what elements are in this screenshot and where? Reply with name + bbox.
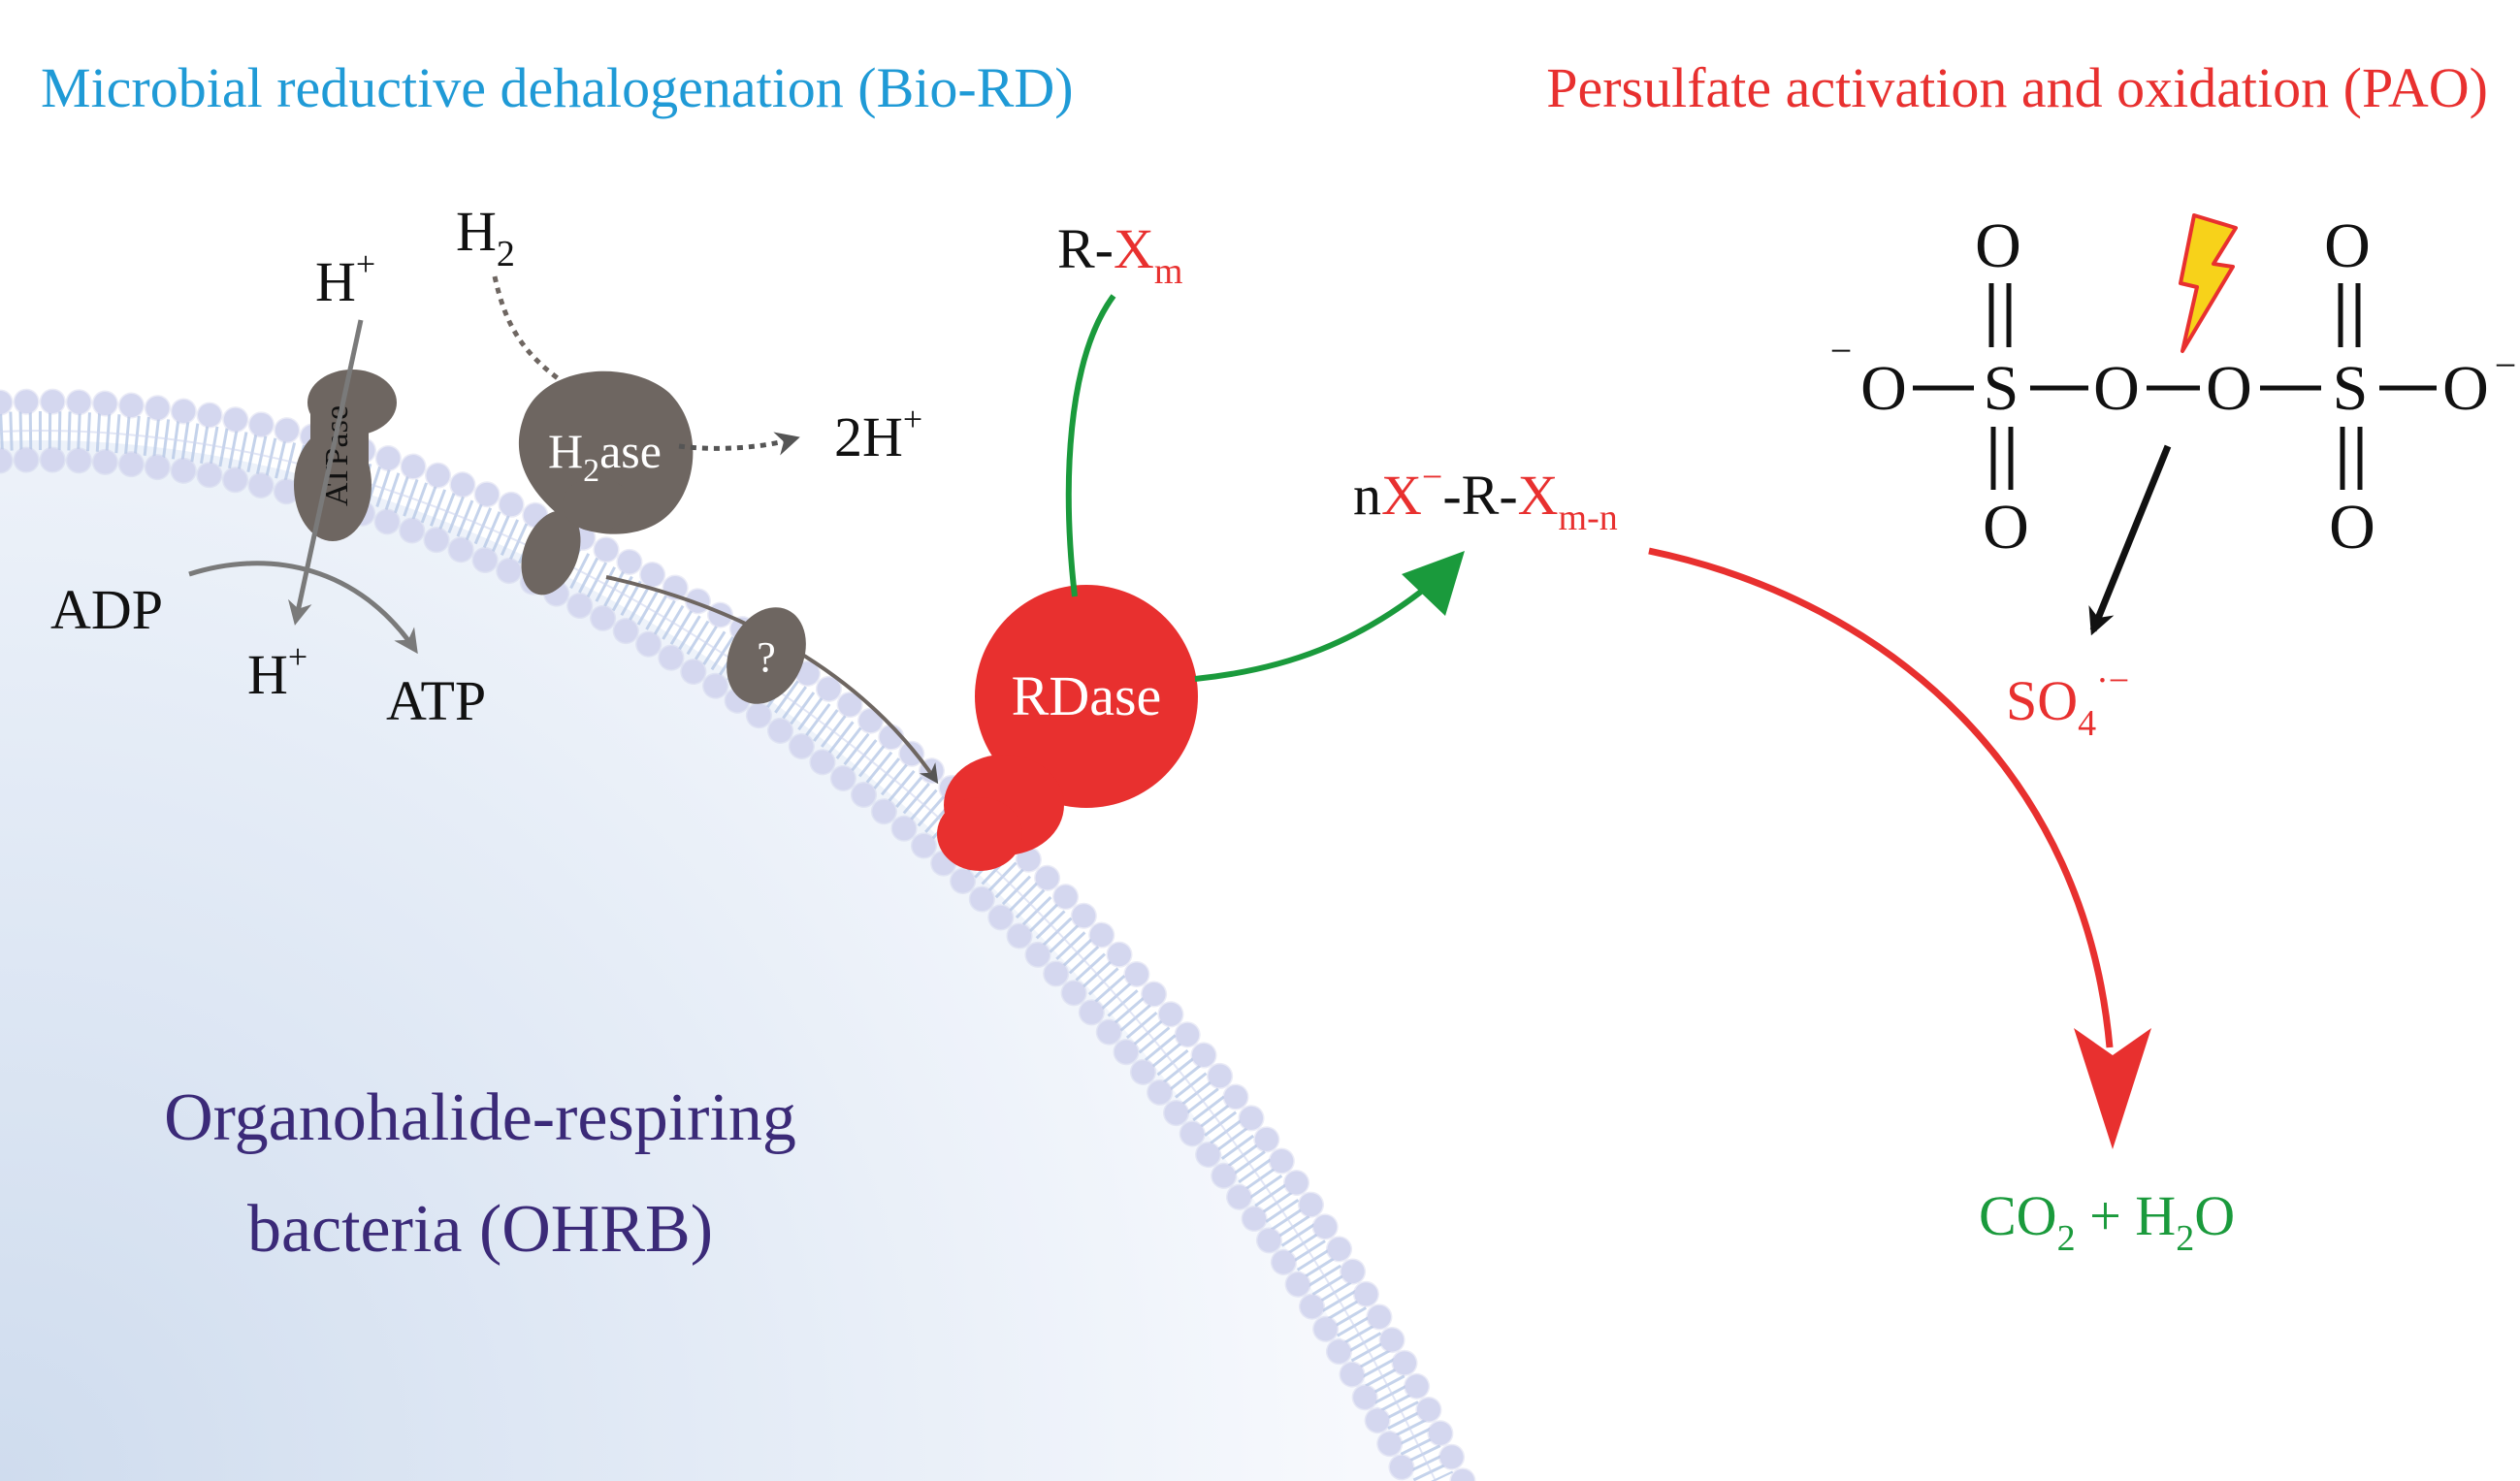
heading-pao: Persulfate activation and oxidation (PAO… (1546, 56, 2488, 119)
heading-bio-rd: Microbial reductive dehalogenation (Bio-… (41, 56, 1074, 119)
adp-atp-arrow (188, 561, 418, 655)
membrane-outer-leaflet-outline (0, 388, 1476, 1481)
rdase-protein (937, 585, 1198, 871)
unknown-carrier-label: ? (757, 633, 776, 681)
membrane-outer-leaflet (0, 390, 1474, 1481)
persulfate-o-left: O (1860, 353, 1907, 424)
final-products-label: CO2 + H2O (1979, 1184, 2235, 1259)
substrate-label: R-Xm (1057, 217, 1182, 292)
two-h-plus-dotted-arrow (678, 432, 800, 456)
adp-label: ADP (50, 578, 163, 641)
two-h-plus-label: 2H+ (834, 400, 922, 468)
activation-arrow (2088, 444, 2172, 636)
h2-dotted-arrow (492, 275, 560, 380)
persulfate-s-left: S (1984, 353, 2019, 424)
lightning-bolt-icon (2179, 213, 2238, 353)
persulfate-o-bridge2: O (2206, 353, 2252, 424)
persulfate-o-right: O (2442, 353, 2489, 424)
oxidation-arrow (1648, 547, 2114, 1048)
persulfate-s-right: S (2333, 353, 2369, 424)
persulfate-minus-left: − (1830, 329, 1853, 372)
oxidation-arrowhead (2074, 1028, 2151, 1149)
unknown-carrier: ? (727, 607, 806, 704)
dehalogenation-arrowhead (1402, 551, 1465, 616)
substrate-to-rdase-line (1065, 294, 1116, 597)
intermediate-product-label: nX−-R-Xm-n (1353, 457, 1618, 538)
cell-body (0, 440, 1416, 1481)
persulfate-o-top-left: O (1975, 210, 2021, 281)
atpase-protein: ATPase (294, 370, 397, 541)
cell-label-line2: bacteria (OHRB) (247, 1192, 713, 1267)
cell-membrane (0, 388, 1476, 1481)
atp-label: ATP (386, 669, 486, 732)
cell-label-line1: Organohalide-respiring (164, 1080, 796, 1155)
persulfate-structure: O O O O − O S O O S O − (1830, 210, 2517, 563)
dehalogenation-arrow (1194, 589, 1423, 682)
h2-label: H2 (456, 200, 515, 274)
h-plus-bottom: H+ (247, 637, 307, 706)
sulfate-radical-label: SO4·− (2006, 660, 2129, 744)
h-plus-top: H+ (315, 244, 375, 313)
persulfate-o-bridge1: O (2093, 353, 2140, 424)
membrane-inner-leaflet (0, 448, 1420, 1481)
h2ase-label: H2ase (548, 424, 662, 489)
membrane-inner-leaflet-outline (0, 446, 1422, 1481)
rdase-label: RDase (1012, 664, 1162, 727)
h2ase-protein (518, 370, 694, 596)
persulfate-o-top-right: O (2324, 210, 2371, 281)
persulfate-o-bottom-left: O (1983, 492, 2029, 563)
persulfate-minus-right: − (2495, 343, 2517, 387)
persulfate-o-bottom-right: O (2329, 492, 2375, 563)
